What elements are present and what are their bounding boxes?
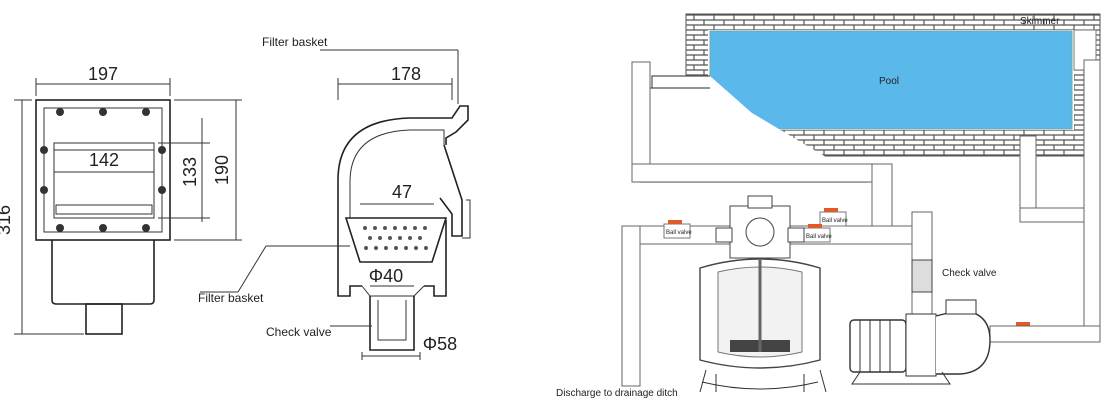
dim-depth: 178 xyxy=(391,64,421,84)
label-skimmer: Skimmer xyxy=(1020,16,1060,27)
check-valve xyxy=(911,259,933,293)
svg-text:Ball valve: Ball valve xyxy=(806,234,832,240)
dim-height-inner: 133 xyxy=(180,157,200,187)
dim-width-inner: 142 xyxy=(89,150,119,170)
label-pool: Pool xyxy=(879,76,899,87)
pool-system-diagram: Pool Skimmer Ball valve Ball valve xyxy=(556,13,1101,399)
dim-pipe-diameter: Φ58 xyxy=(423,334,457,354)
ball-valve-2: Ball valve xyxy=(819,208,848,227)
ball-valve-3: Ball valve xyxy=(803,224,832,243)
pump xyxy=(849,299,991,385)
label-filter-basket-top: Filter basket xyxy=(262,35,328,49)
dim-width-outer: 197 xyxy=(88,64,118,84)
label-check-valve-side: Check valve xyxy=(266,325,332,339)
pool-water xyxy=(709,30,1073,130)
skimmer-side-view: 178 47 Φ40 Φ58 Filter basket Filter bask… xyxy=(198,35,471,360)
label-check-valve-pool: Check valve xyxy=(942,268,997,279)
svg-text:Ball valve: Ball valve xyxy=(666,230,692,236)
label-discharge: Discharge to drainage ditch xyxy=(556,388,678,399)
skimmer-front-view: 197 142 316 133 190 xyxy=(0,64,242,335)
ball-valve-1: Ball valve xyxy=(663,220,692,239)
sand-filter xyxy=(699,195,827,393)
dim-outlet-diameter: Φ40 xyxy=(369,266,403,286)
dim-basket-width: 47 xyxy=(392,182,412,202)
flange-bolts xyxy=(40,108,166,232)
svg-text:Ball valve: Ball valve xyxy=(822,218,848,224)
label-filter-basket-bottom: Filter basket xyxy=(198,291,264,305)
dim-height-outer: 190 xyxy=(212,155,232,185)
basket-holes xyxy=(363,226,428,250)
dim-height-total: 316 xyxy=(0,205,14,235)
